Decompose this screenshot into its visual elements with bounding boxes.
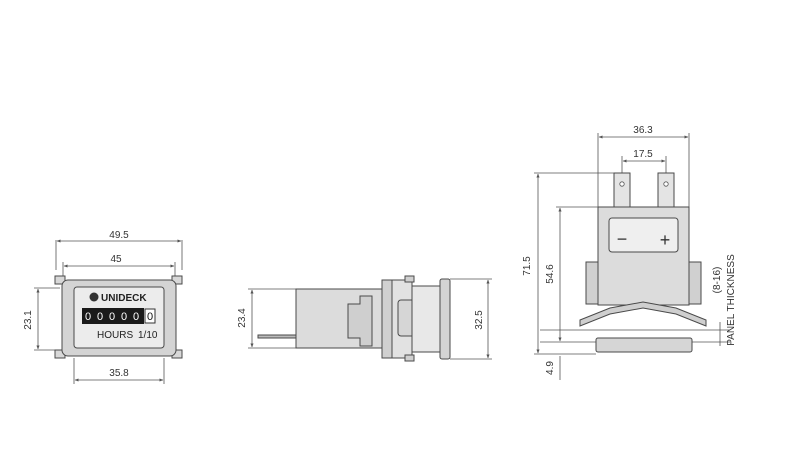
dim-36-3-label: 36.3 xyxy=(633,125,653,136)
dim-71-5-label: 71.5 xyxy=(522,256,533,276)
dim-23-4-label: 23.4 xyxy=(237,308,248,328)
dim-49-5-label: 49.5 xyxy=(109,230,129,241)
section-view: 36.3 17.5 − + 71.5 54.6 xyxy=(522,125,737,380)
brand-label: UNIDECK xyxy=(101,293,147,304)
terminal-pin xyxy=(257,334,297,339)
dim-54-6-label: 54.6 xyxy=(545,264,556,284)
spring-gasket xyxy=(579,301,707,327)
dim-4-9-label: 4.9 xyxy=(545,361,556,375)
plus-symbol: + xyxy=(660,230,671,250)
counter-digit: 0 xyxy=(121,311,127,323)
dim-45-label: 45 xyxy=(110,254,122,265)
polarity-label-panel xyxy=(608,217,679,253)
side-clip xyxy=(347,295,373,347)
resolution-label: 1/10 xyxy=(138,330,158,341)
front-flange xyxy=(595,337,693,353)
tenths-digit: 0 xyxy=(147,311,153,323)
side-clip-left xyxy=(585,261,599,305)
terminal-hole xyxy=(619,181,625,187)
counter-digit: 0 xyxy=(97,311,103,323)
tenths-digit-window xyxy=(144,308,156,324)
minus-symbol: − xyxy=(617,229,628,249)
dim-17-5-label: 17.5 xyxy=(633,149,653,160)
hours-label: HOURS xyxy=(97,330,133,341)
panel-range-label: (8-16) xyxy=(712,267,723,294)
flange-post xyxy=(381,279,393,359)
side-view: 23.4 32.5 xyxy=(237,275,492,362)
counter-digit: 0 xyxy=(133,311,139,323)
terminal-hole xyxy=(663,181,669,187)
front-view: 49.5 45 23.1 UNIDECK 0 0 0 0 0 0 HOURS 1… xyxy=(23,230,183,384)
mounting-tab xyxy=(54,275,66,285)
front-bezel-side xyxy=(439,278,451,360)
terminal-minus xyxy=(613,172,631,208)
dim-32-5-label: 32.5 xyxy=(474,310,485,330)
mounting-tab xyxy=(404,275,415,283)
terminal-plus xyxy=(657,172,675,208)
counter-display xyxy=(82,308,144,324)
panel-thickness-label: PANEL THICKNESS xyxy=(726,254,737,346)
mounting-tab xyxy=(404,354,415,362)
unideck-logo-icon xyxy=(89,292,99,302)
bezel-neck xyxy=(411,285,441,353)
counter-digit: 0 xyxy=(109,311,115,323)
side-clip-right xyxy=(688,261,702,305)
counter-digit: 0 xyxy=(85,311,91,323)
dim-23-1-label: 23.1 xyxy=(23,310,34,330)
dim-35-8-label: 35.8 xyxy=(109,368,129,379)
